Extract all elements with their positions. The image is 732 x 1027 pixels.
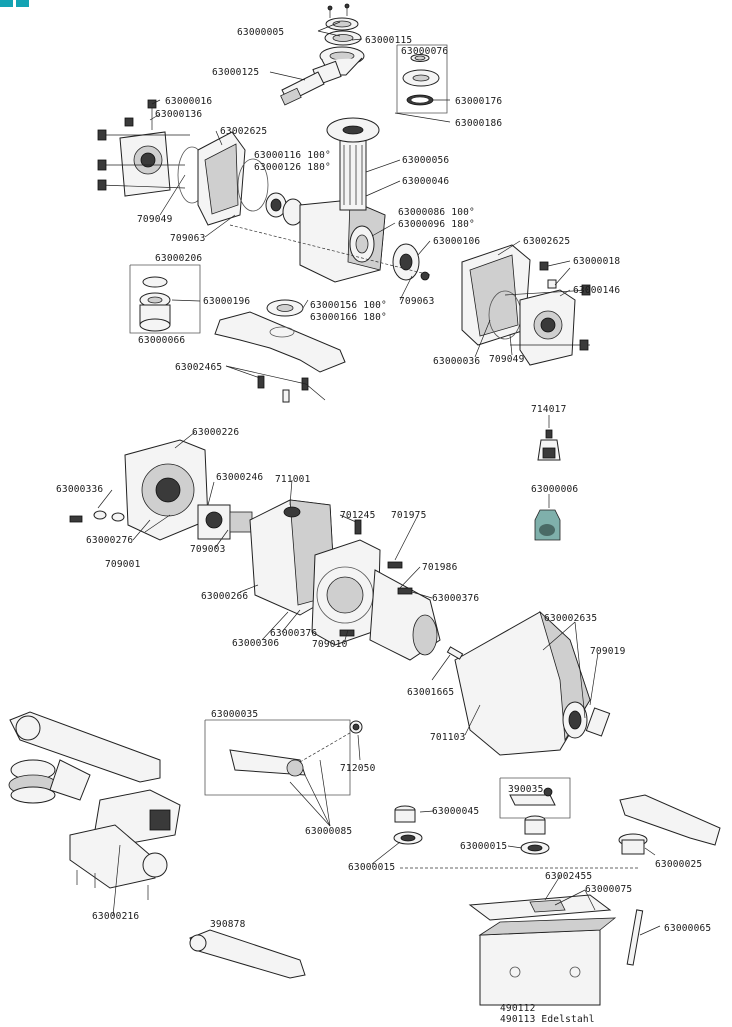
label-709019: 709019 — [590, 646, 626, 657]
brand-logo — [0, 0, 29, 7]
label-390878: 390878 — [210, 919, 246, 930]
arm-assembly — [8, 711, 181, 900]
label-63000056: 63000056 — [402, 155, 450, 166]
label-63000015-left: 63000015 — [348, 862, 396, 873]
label-63000116: 63000116 100° — [254, 150, 331, 161]
label-63000176: 63000176 — [455, 96, 503, 107]
foundation-assembly — [393, 777, 721, 1006]
motor-cover — [446, 610, 611, 756]
label-63002625-upper: 63002625 — [220, 126, 268, 137]
label-63000046: 63000046 — [402, 176, 450, 187]
grease-bag — [534, 509, 561, 541]
release-arm — [189, 929, 306, 979]
label-63000006: 63000006 — [531, 484, 579, 495]
top-right-parts-box — [396, 44, 448, 114]
label-701245: 701245 — [340, 510, 376, 521]
label-63000226: 63000226 — [192, 427, 240, 438]
label-63000266: 63000266 — [201, 591, 249, 602]
label-63000246: 63000246 — [216, 472, 264, 483]
label-630002635: 630002635 — [544, 613, 598, 624]
label-63000085: 63000085 — [305, 826, 353, 837]
label-701986: 701986 — [422, 562, 458, 573]
label-390035: 390035 — [508, 784, 544, 795]
label-63001665: 63001665 — [407, 687, 455, 698]
label-63000015-right: 63000015 — [460, 841, 508, 852]
label-63000376-left: 63000376 — [270, 628, 318, 639]
label-63000036: 63000036 — [433, 356, 481, 367]
label-711001: 711001 — [275, 474, 311, 485]
label-701975: 701975 — [391, 510, 427, 521]
label-63000166: 63000166 180° — [310, 312, 387, 323]
label-63000276: 63000276 — [86, 535, 134, 546]
label-712050: 712050 — [340, 763, 376, 774]
label-63000016: 63000016 — [165, 96, 213, 107]
label-63000018: 63000018 — [573, 256, 621, 267]
label-63000096: 63000096 180° — [398, 219, 475, 230]
label-701103: 701103 — [430, 732, 466, 743]
oil-bottle — [537, 429, 561, 461]
label-63000045: 63000045 — [432, 806, 480, 817]
label-63000376-right: 63000376 — [432, 593, 480, 604]
label-63000146: 63000146 — [573, 285, 621, 296]
upper-gearbox — [97, 99, 431, 283]
label-63000035: 63000035 — [211, 709, 259, 720]
label-63002465: 63002465 — [175, 362, 223, 373]
label-490113: 490113 Edelstahl — [500, 1014, 595, 1025]
label-490112: 490112 — [500, 1003, 536, 1014]
label-709001: 709001 — [105, 559, 141, 570]
label-63000086: 63000086 100° — [398, 207, 475, 218]
label-63000076: 63000076 — [401, 46, 449, 57]
mounting-plate — [214, 299, 346, 403]
label-63000125: 63000125 — [212, 67, 260, 78]
label-709003: 709003 — [190, 544, 226, 555]
label-709010: 709010 — [312, 639, 348, 650]
label-63000065: 63000065 — [664, 923, 712, 934]
handwheel-assembly — [280, 3, 365, 106]
label-714017: 714017 — [531, 404, 567, 415]
label-63000025: 63000025 — [655, 859, 703, 870]
label-709049-upper: 709049 — [137, 214, 173, 225]
label-63000186: 63000186 — [455, 118, 503, 129]
label-63000136: 63000136 — [155, 109, 203, 120]
label-709063-lower: 709063 — [399, 296, 435, 307]
label-63002625-lower: 63002625 — [523, 236, 571, 247]
label-63000306: 63000306 — [232, 638, 280, 649]
label-709063-upper: 709063 — [170, 233, 206, 244]
label-63002455: 63002455 — [545, 871, 593, 882]
label-63000005: 63000005 — [237, 27, 285, 38]
label-63000106: 63000106 — [433, 236, 481, 247]
label-63000075: 63000075 — [585, 884, 633, 895]
label-63000216: 63000216 — [92, 911, 140, 922]
right-cover-assembly — [461, 244, 591, 366]
leader-lines — [97, 21, 661, 936]
label-709049-lower: 709049 — [489, 354, 525, 365]
label-63000206: 63000206 — [155, 253, 203, 264]
label-63000156: 63000156 100° — [310, 300, 387, 311]
label-63000115: 63000115 — [365, 35, 413, 46]
seal-kit-box — [129, 264, 201, 334]
lock-parts-box — [204, 719, 363, 796]
label-63000126: 63000126 180° — [254, 162, 331, 173]
motor-assembly — [69, 439, 441, 661]
label-63000066: 63000066 — [138, 335, 186, 346]
label-63000336: 63000336 — [56, 484, 104, 495]
label-63000196: 63000196 — [203, 296, 251, 307]
